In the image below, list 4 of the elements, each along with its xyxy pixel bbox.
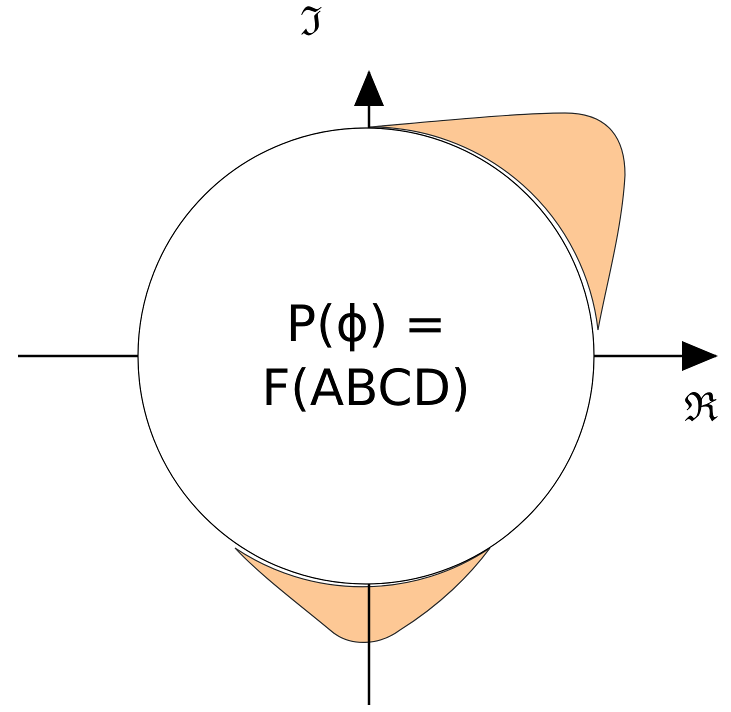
axis-label: ℜ (684, 388, 718, 428)
formula-text: P(ϕ) = F(ABCD) (260, 294, 472, 419)
axis-label: ℑ (300, 2, 322, 42)
circle (137, 127, 595, 585)
